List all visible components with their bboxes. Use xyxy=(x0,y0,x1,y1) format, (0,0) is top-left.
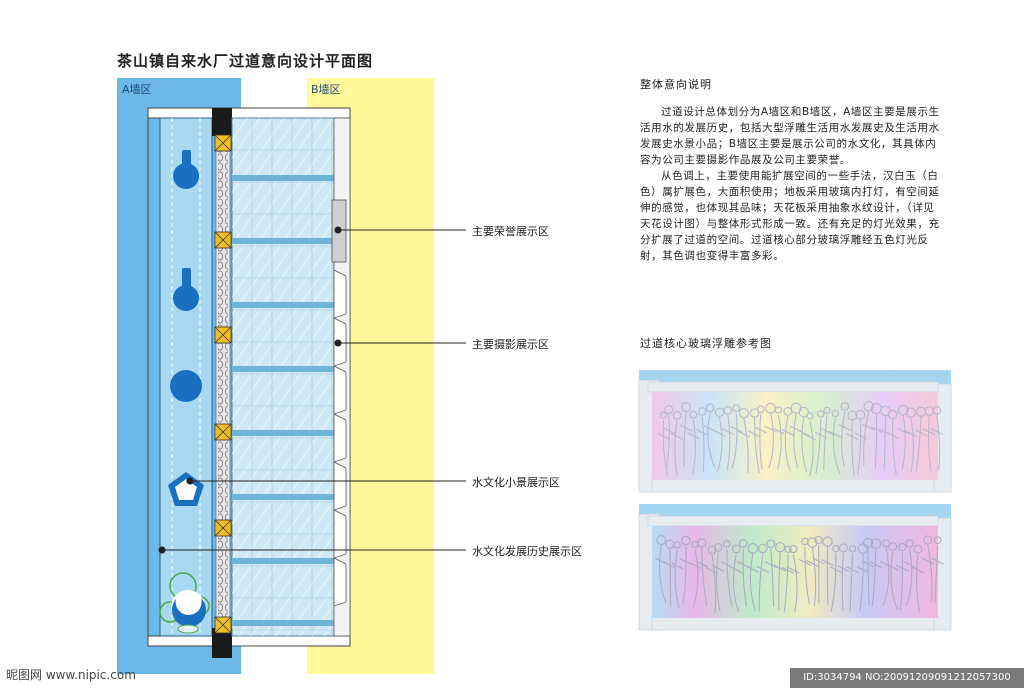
glass-light-band-5 xyxy=(232,430,334,436)
glass-light-band-7 xyxy=(232,558,334,564)
description-body: 过道设计总体划分为A墙区和B墙区，A墙区主要是展示生活用水的发展历史，包括大型浮… xyxy=(640,104,944,264)
glass-light-band-8 xyxy=(232,620,334,626)
junction-node-3 xyxy=(214,326,232,344)
moon-pool-marker xyxy=(159,572,210,634)
b-wall-photo-panel-4 xyxy=(333,413,347,463)
junction-node-4 xyxy=(214,423,232,441)
description-paragraph-2: 从色调上，主要使用能扩展空间的一些手法，汉白玉（白色）属扩展色，大面积使用；地板… xyxy=(640,170,940,262)
b-wall-photo-panel-3 xyxy=(333,365,347,415)
glass-light-band-3 xyxy=(232,302,334,308)
description-heading: 整体意向说明 xyxy=(640,78,712,91)
reference-heading: 过道核心玻璃浮雕参考图 xyxy=(640,337,772,350)
glass-light-band-4 xyxy=(232,366,334,372)
column-bottom xyxy=(212,628,232,658)
faucet-marker-2 xyxy=(173,268,199,311)
callout-water-scene: 水文化小景展示区 xyxy=(472,476,560,489)
b-wall-photo-panel-7 xyxy=(333,557,347,607)
column-top xyxy=(212,108,232,136)
watermark-site: 昵图网 www.nipic.com xyxy=(6,668,136,682)
page-title: 茶山镇自来水厂过道意向设计平面图 xyxy=(117,52,374,70)
b-wall-photo-panel-6 xyxy=(333,509,347,559)
relief-reference-image-2 xyxy=(638,504,952,631)
glass-light-band-1 xyxy=(232,175,334,181)
relief-reference-image-1 xyxy=(638,369,952,493)
junction-node-6 xyxy=(214,616,232,634)
glass-light-band-2 xyxy=(232,238,334,244)
b-wall-photo-panel-1 xyxy=(333,269,347,319)
b-wall-label: B墙区 xyxy=(311,83,341,96)
faucet-marker-1 xyxy=(173,150,199,189)
junction-node-2 xyxy=(214,231,232,249)
glass-light-band-6 xyxy=(232,494,334,500)
b-wall-photo-panel-5 xyxy=(333,461,347,511)
chain-rail xyxy=(218,140,228,624)
fountain-marker xyxy=(170,370,202,402)
callout-photo-display: 主要摄影展示区 xyxy=(472,338,549,351)
description-paragraph-1: 过道设计总体划分为A墙区和B墙区，A墙区主要是展示生活用水的发展历史，包括大型浮… xyxy=(640,106,940,166)
callout-water-history: 水文化发展历史展示区 xyxy=(472,545,582,558)
junction-node-1 xyxy=(214,134,232,152)
watermark-id-bar: ID:3034794 NO:20091209091212057300 xyxy=(790,668,1024,688)
a-wall-label: A墙区 xyxy=(122,83,152,96)
junction-node-5 xyxy=(214,519,232,537)
callout-honor-display: 主要荣誉展示区 xyxy=(472,225,549,238)
